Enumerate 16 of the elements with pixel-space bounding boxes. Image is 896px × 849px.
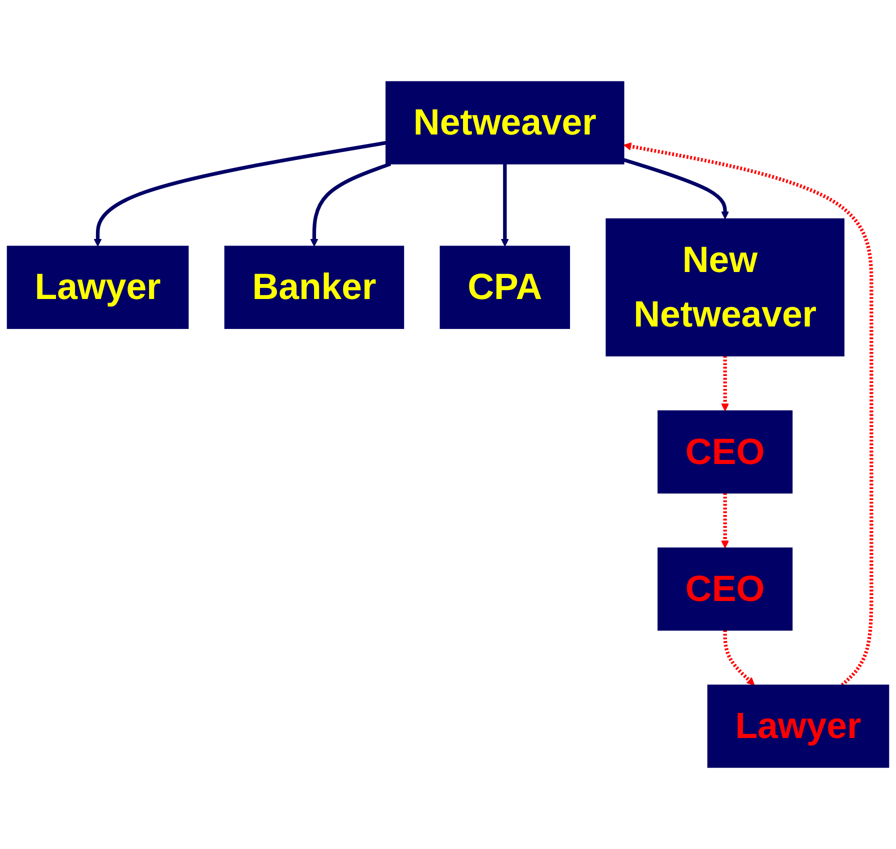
node-box: New Netweaver xyxy=(606,218,844,356)
arrow xyxy=(623,142,874,686)
arrow xyxy=(721,356,730,412)
node-box: CPA xyxy=(440,246,570,329)
node-box: Netweaver xyxy=(386,81,624,164)
arrow xyxy=(723,630,755,686)
arrow xyxy=(721,493,730,548)
arrow xyxy=(310,162,392,247)
node-box: Banker xyxy=(224,246,404,329)
arrow xyxy=(500,164,509,247)
arrow xyxy=(94,141,386,247)
node-box: CEO xyxy=(658,547,793,631)
arrow xyxy=(623,158,730,220)
node-box: Lawyer xyxy=(707,684,890,768)
node-box: Lawyer xyxy=(6,246,189,329)
node-box: CEO xyxy=(658,410,793,494)
